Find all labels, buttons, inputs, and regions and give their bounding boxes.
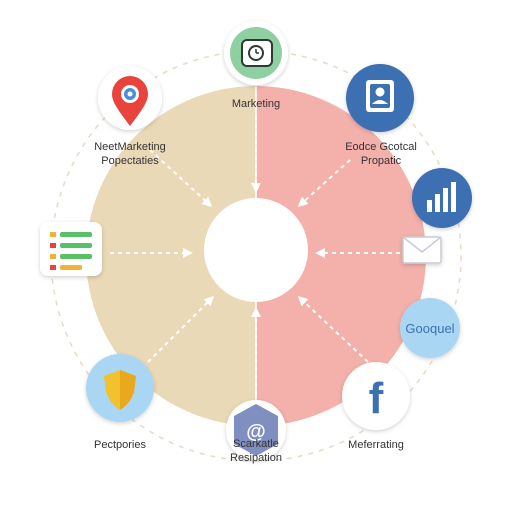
node-top-left[interactable] xyxy=(98,66,162,130)
node-right-lower[interactable]: Gooquel xyxy=(400,298,460,358)
at-sign-icon xyxy=(234,404,278,456)
node-right-upper[interactable] xyxy=(412,168,472,228)
label-bottom: Scarkatle Resipation xyxy=(230,438,282,464)
label-top-right: Eodce Gcotcal Propatic xyxy=(345,141,417,167)
outer-dashed-ring xyxy=(50,50,462,462)
node-bottom-left[interactable] xyxy=(86,354,154,422)
checklist-icon xyxy=(50,232,92,270)
arrow-bottom-left xyxy=(147,295,215,363)
node-top[interactable] xyxy=(224,21,288,85)
label-bottom-right: Meferrating xyxy=(348,439,404,451)
svg-text:@: @ xyxy=(246,421,266,443)
bar-chart-icon xyxy=(427,182,456,212)
right-half-disc xyxy=(256,86,426,426)
envelope-icon xyxy=(402,236,442,264)
arrow-top-right xyxy=(297,159,351,208)
gooquel-label: Gooquel xyxy=(405,321,454,336)
label-top: Marketing xyxy=(231,98,281,110)
left-half-disc xyxy=(86,86,256,426)
center-hub xyxy=(204,198,308,302)
facebook-icon: f xyxy=(369,374,384,423)
node-bottom[interactable]: @ xyxy=(226,400,286,460)
node-top-right[interactable] xyxy=(346,64,414,132)
connector-arrows xyxy=(110,116,400,395)
label-bottom-left: Pectpories xyxy=(94,439,146,451)
label-top-left: NeetMarketing Popectaties xyxy=(94,141,166,167)
node-bottom-right[interactable]: f xyxy=(342,362,410,430)
arrow-top-left xyxy=(149,149,213,208)
node-right-mail[interactable] xyxy=(402,236,442,264)
gooquel-badge-icon xyxy=(400,298,460,358)
node-left-mid[interactable] xyxy=(40,222,102,276)
